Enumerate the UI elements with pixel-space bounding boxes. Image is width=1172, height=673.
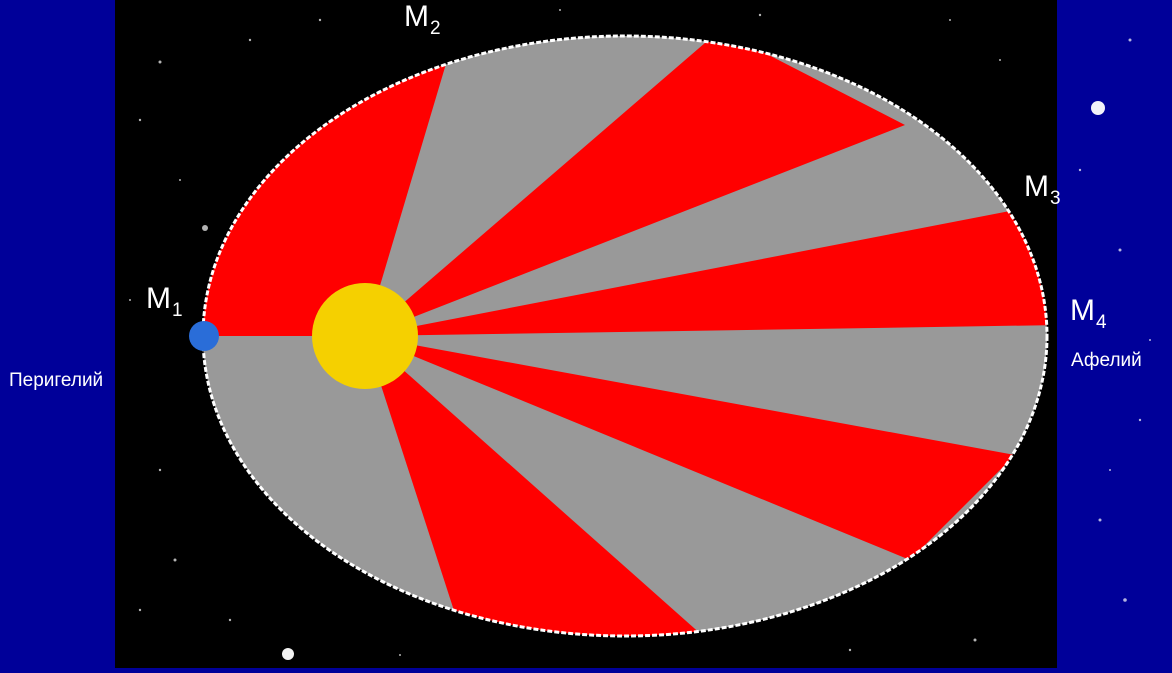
star-icon <box>559 9 561 11</box>
star-icon <box>1109 469 1111 471</box>
label-m3: M3 <box>1024 172 1061 206</box>
star-icon <box>1123 598 1127 602</box>
star-icon <box>202 225 208 231</box>
star-icon <box>1079 169 1081 171</box>
star-icon <box>999 59 1001 61</box>
star-icon <box>1099 519 1102 522</box>
star-icon <box>159 61 162 64</box>
star-icon <box>399 654 401 656</box>
star-icon <box>249 39 251 41</box>
label-m2: M2 <box>404 2 441 36</box>
star-icon <box>282 648 294 660</box>
star-icon <box>1149 339 1151 341</box>
label-perihelion: Перигелий <box>9 370 103 392</box>
star-icon <box>849 649 851 651</box>
sun-icon <box>312 283 418 389</box>
star-icon <box>174 559 177 562</box>
star-icon <box>159 469 161 471</box>
star-icon <box>129 299 131 301</box>
star-icon <box>1119 249 1122 252</box>
star-icon <box>139 119 141 121</box>
star-icon <box>1091 101 1105 115</box>
label-m4: M4 <box>1070 296 1107 330</box>
label-aphelion: Афелий <box>1071 350 1142 372</box>
star-icon <box>759 14 761 16</box>
star-icon <box>1139 419 1141 421</box>
star-icon <box>139 609 141 611</box>
star-icon <box>1129 39 1132 42</box>
label-m1: M1 <box>146 284 183 318</box>
star-icon <box>229 619 231 621</box>
star-icon <box>179 179 181 181</box>
planet-icon <box>189 321 219 351</box>
star-icon <box>974 639 977 642</box>
star-icon <box>949 19 951 21</box>
star-icon <box>319 19 321 21</box>
